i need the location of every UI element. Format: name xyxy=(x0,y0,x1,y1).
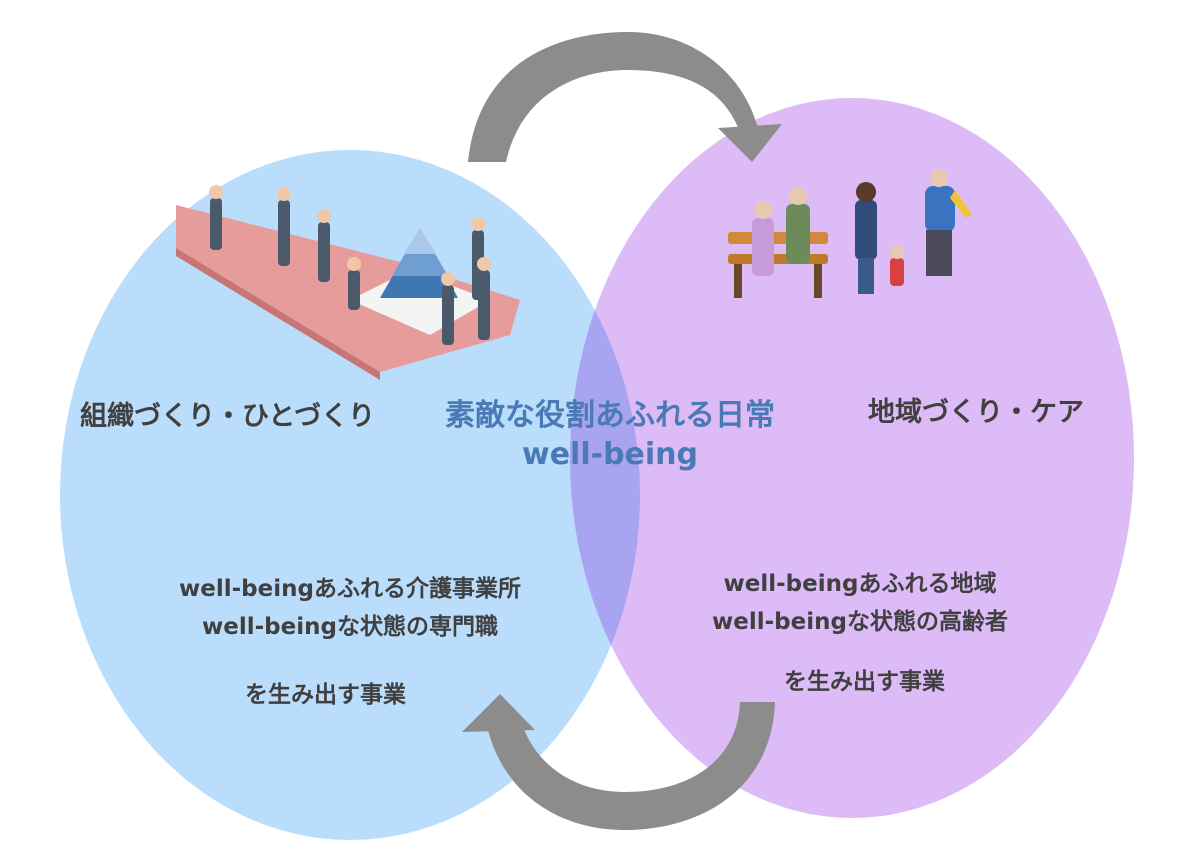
right-circle-description: well-beingあふれる地域 well-beingな状態の高齢者 xyxy=(640,565,1080,641)
office-team-illustration xyxy=(176,185,520,380)
bottom-cycle-arrow xyxy=(462,694,775,830)
left-circle-line-2: well-beingな状態の専門職 xyxy=(202,614,498,640)
right-circle-line-1: well-beingあふれる地域 xyxy=(723,571,997,597)
right-circle xyxy=(570,98,1134,818)
right-circle-heading: 地域づくり・ケア xyxy=(868,397,1084,428)
community-care-illustration xyxy=(728,169,972,298)
left-circle-footer: を生み出す事業 xyxy=(245,682,406,708)
left-circle-heading: 組織づくり・ひとづくり xyxy=(80,401,376,432)
left-circle-description: well-beingあふれる介護事業所 well-beingな状態の専門職 xyxy=(120,570,580,646)
left-circle-line-1: well-beingあふれる介護事業所 xyxy=(179,576,521,602)
center-subtitle: well-being xyxy=(521,437,698,472)
right-circle-footer: を生み出す事業 xyxy=(784,669,945,695)
right-circle-line-2: well-beingな状態の高齢者 xyxy=(712,609,1008,635)
center-title: 素敵な役割あふれる日常 xyxy=(445,398,775,433)
top-cycle-arrow xyxy=(468,32,782,162)
